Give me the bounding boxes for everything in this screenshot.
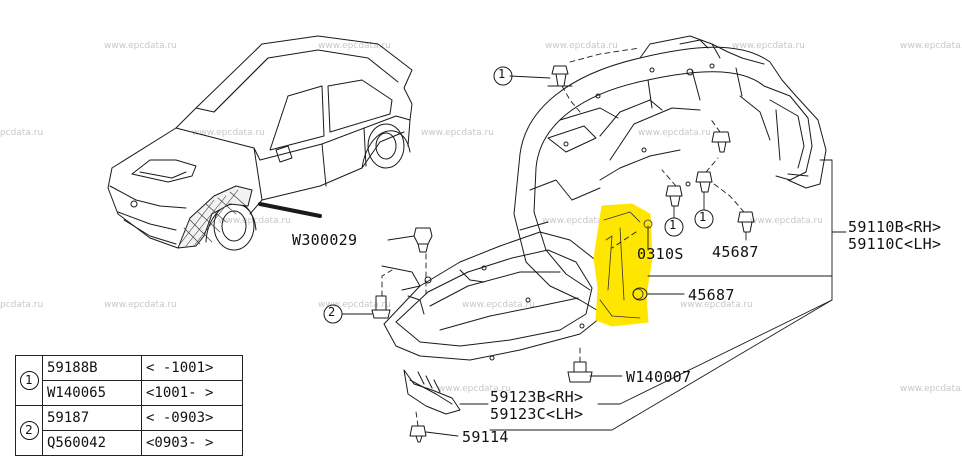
label-w300029: W300029 xyxy=(292,231,358,249)
table-row: W140065 <1001- > xyxy=(16,380,243,406)
watermark-text: www.epcdata.ru xyxy=(545,41,618,51)
table-cell-num: 2 xyxy=(15,405,43,456)
label-0310s: 0310S xyxy=(637,245,684,263)
watermark-text: www.epcdata.ru xyxy=(680,300,753,310)
label-59123b: 59123B<RH> xyxy=(490,388,584,406)
label-59114: 59114 xyxy=(462,428,509,446)
callout-circle-1-a xyxy=(664,217,684,237)
table-cell-range: <0903- > xyxy=(141,430,243,456)
callout-circle-2 xyxy=(323,304,343,324)
table-row: 1 59188B < -1001> xyxy=(15,355,243,406)
watermark-text: www.epcdata.ru xyxy=(421,128,494,138)
reference-table: 1 59188B < -1001> W140065 <1001- > 2 591… xyxy=(15,355,243,456)
watermark-text: www.epcdata.ru xyxy=(900,384,962,394)
callout-2: 2 xyxy=(328,305,336,319)
fasteners xyxy=(371,65,755,443)
watermark-text: www.epcdata.ru xyxy=(638,128,711,138)
watermark-text: pcdata.ru xyxy=(0,128,44,138)
label-45687-upper: 45687 xyxy=(712,243,759,261)
under-cover-drawing xyxy=(381,231,609,415)
watermark-text: www.epcdata.ru xyxy=(900,41,962,51)
table-cell-part: Q560042 xyxy=(42,430,142,456)
fender-liner-drawing xyxy=(513,35,827,313)
watermark-text: www.epcdata.ru xyxy=(318,300,391,310)
table-cell-part: 59187 xyxy=(42,405,142,431)
watermark-text: www.epcdata.ru xyxy=(750,216,823,226)
highlighted-part xyxy=(593,203,653,327)
table-row: Q560042 <0903- > xyxy=(16,430,243,456)
watermark-text: www.epcdata.ru xyxy=(192,128,265,138)
label-w140007: W140007 xyxy=(626,368,692,386)
watermark-text: www.epcdata.ru xyxy=(318,41,391,51)
watermark-text: www.epcdata.ru xyxy=(462,300,535,310)
callout-circle-1-b xyxy=(694,209,714,229)
watermark-text: www.epcdata.ru xyxy=(438,384,511,394)
car-illustration xyxy=(107,35,413,251)
label-59123c: 59123C<LH> xyxy=(490,405,584,423)
table-cell-range: < -1001> xyxy=(141,355,243,381)
table-cell-num: 1 xyxy=(15,355,43,406)
label-45687-lower: 45687 xyxy=(688,286,735,304)
table-cell-range: < -0903> xyxy=(141,405,243,431)
watermark-text: www.epcdata.ru xyxy=(732,41,805,51)
callout-1-b: 1 xyxy=(699,210,707,224)
label-59110c: 59110C<LH> xyxy=(848,235,942,253)
table-cell-part: W140065 xyxy=(42,380,142,406)
table-cell-part: 59188B xyxy=(42,355,142,381)
table-row: 2 59187 < -0903> xyxy=(15,405,243,456)
watermark-text: www.epcdata.ru xyxy=(104,41,177,51)
label-59110b: 59110B<RH> xyxy=(848,218,942,236)
watermark-text: www.epcdata.ru xyxy=(104,300,177,310)
watermark-text: pcdata.ru xyxy=(0,300,44,310)
callout-circle-1-top xyxy=(493,66,513,86)
watermark-text: www.epcdata.ru xyxy=(542,216,615,226)
table-cell-range: <1001- > xyxy=(141,380,243,406)
callout-1-top: 1 xyxy=(498,67,506,81)
callout-1-a: 1 xyxy=(669,218,677,232)
